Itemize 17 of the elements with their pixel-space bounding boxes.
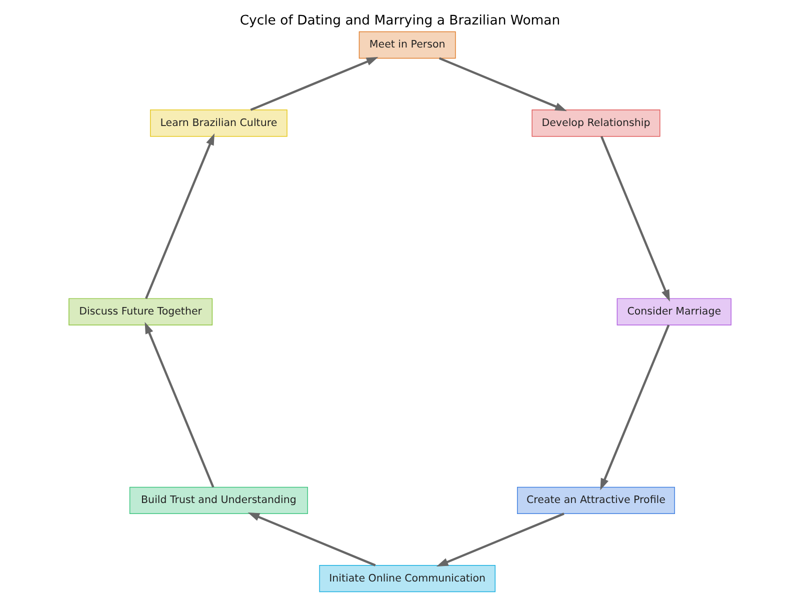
diagram-title: Cycle of Dating and Marrying a Brazilian Woman [240, 14, 560, 29]
node-box: Initiate Online Communication [319, 564, 496, 592]
node-box: Consider Marriage [616, 298, 732, 326]
arrow [600, 324, 670, 490]
arrow [436, 512, 564, 567]
arrow [600, 136, 670, 302]
arrow [250, 57, 378, 111]
node-box: Meet in Person [358, 31, 456, 59]
arrow [438, 57, 567, 112]
node-box: Learn Brazilian Culture [150, 110, 288, 137]
arrow [248, 512, 376, 566]
node-box: Build Trust and Understanding [129, 486, 308, 514]
node-box: Develop Relationship [532, 110, 660, 137]
node-box: Discuss Future Together [68, 298, 213, 326]
node-box: Create an Attractive Profile [517, 486, 675, 514]
arrow [145, 133, 214, 299]
arrow [144, 322, 214, 488]
